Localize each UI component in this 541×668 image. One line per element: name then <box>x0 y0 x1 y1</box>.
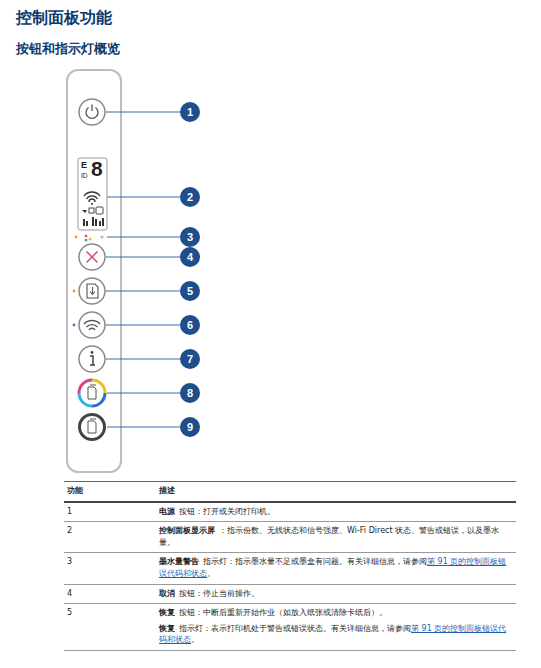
table-cell: 4 <box>64 588 159 600</box>
table-cell: 按钮：停止当前操作。 <box>179 589 259 598</box>
table-cell: 。 <box>191 635 199 644</box>
term: 恢复 <box>159 624 175 633</box>
table-cell: 2 <box>64 525 159 548</box>
table-cell: 指示灯：指示墨水量不足或墨盒有问题。有关详细信息，请参阅 <box>203 557 427 566</box>
table-cell-group: 取消按钮：停止当前操作。 <box>159 588 516 600</box>
table-cell: 按钮：中断后重新开始作业（如放入纸张或清除卡纸后）。 <box>179 608 387 617</box>
cancel-button <box>79 244 105 270</box>
table-cell: 3 <box>64 556 159 579</box>
callout-number: 8 <box>180 383 200 403</box>
black-copy-button <box>80 415 105 440</box>
information-button <box>79 346 105 372</box>
table-cell-group: 恢复按钮：中断后重新开始作业（如放入纸张或清除卡纸后）。恢复指示灯：表示打印机处… <box>159 607 516 646</box>
table-cell-group: 描述 <box>159 485 516 497</box>
wireless-button <box>73 312 105 338</box>
table-cell: 指示灯：表示打印机处于警告或错误状态。有关详细信息，请参阅 <box>179 624 411 633</box>
callout-number: 4 <box>180 247 200 267</box>
callout-number: 6 <box>180 315 200 335</box>
display-digit: 8 <box>91 158 103 179</box>
term: 恢复 <box>159 608 175 617</box>
term: 墨水量警告 <box>159 557 199 566</box>
table-header: 功能 <box>64 485 159 497</box>
table-cell-group: 电源按钮：打开或关闭打印机。 <box>159 506 516 518</box>
paragraph: 控制面板显示屏：指示份数、无线状态和信号强度、Wi-Fi Direct 状态、警… <box>159 525 512 548</box>
paragraph: 描述 <box>159 485 512 497</box>
paragraph: 电源按钮：打开或关闭打印机。 <box>159 506 512 518</box>
display-glyph: E <box>81 161 87 170</box>
table-row: 1电源按钮：打开或关闭打印机。 <box>64 503 516 523</box>
table-row: 4取消按钮：停止当前操作。 <box>64 585 516 605</box>
table-row: 3墨水量警告指示灯：指示墨水量不足或墨盒有问题。有关详细信息，请参阅第 91 页… <box>64 553 516 584</box>
callout-number: 1 <box>180 102 200 122</box>
table-cell: 1 <box>64 506 159 518</box>
callout-number: 2 <box>180 187 200 207</box>
power-button <box>79 99 105 125</box>
table-cell-group: 墨水量警告指示灯：指示墨水量不足或墨盒有问题。有关详细信息，请参阅第 91 页的… <box>159 556 516 579</box>
table-cell-group: 控制面板显示屏：指示份数、无线状态和信号强度、Wi-Fi Direct 状态、警… <box>159 525 516 548</box>
table-cell: 。 <box>207 569 215 578</box>
section-heading: 按钮和指示灯概览 <box>16 40 120 58</box>
resume-button <box>73 278 105 304</box>
function-table: 功能描述1电源按钮：打开或关闭打印机。2控制面板显示屏：指示份数、无线状态和信号… <box>64 481 516 651</box>
table-row: 功能描述 <box>64 482 516 503</box>
color-copy-button <box>79 380 105 406</box>
callout-number: 7 <box>180 349 200 369</box>
callout-number: 9 <box>180 417 200 437</box>
control-panel-display <box>78 158 107 230</box>
paragraph: 取消按钮：停止当前操作。 <box>159 588 512 600</box>
paragraph: 恢复按钮：中断后重新开始作业（如放入纸张或清除卡纸后）。 <box>159 607 512 619</box>
table-row: 2控制面板显示屏：指示份数、无线状态和信号强度、Wi-Fi Direct 状态、… <box>64 522 516 553</box>
term: 电源 <box>159 507 175 516</box>
ink-alert-lights <box>75 234 104 242</box>
term: 描述 <box>159 486 175 495</box>
callout-number: 5 <box>180 281 200 301</box>
callout-number: 3 <box>180 227 200 247</box>
paragraph: 墨水量警告指示灯：指示墨水量不足或墨盒有问题。有关详细信息，请参阅第 91 页的… <box>159 556 512 579</box>
display-glyph: ID <box>81 173 88 180</box>
term: 控制面板显示屏 <box>159 526 215 535</box>
table-cell: 5 <box>64 607 159 646</box>
table-cell: 按钮：打开或关闭打印机。 <box>179 507 275 516</box>
leader-lines <box>106 112 180 427</box>
page-title: 控制面板功能 <box>16 8 112 29</box>
table-row: 5恢复按钮：中断后重新开始作业（如放入纸张或清除卡纸后）。恢复指示灯：表示打印机… <box>64 604 516 651</box>
term: 取消 <box>159 589 175 598</box>
panel-housing <box>67 70 121 472</box>
paragraph: 恢复指示灯：表示打印机处于警告或错误状态。有关详细信息，请参阅第 91 页的控制… <box>159 623 512 646</box>
